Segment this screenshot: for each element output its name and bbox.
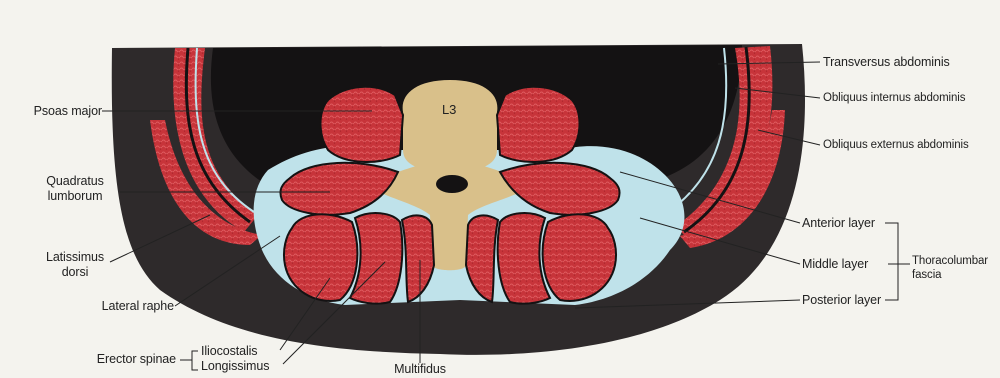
- label-erector-spinae: Erector spinae: [60, 352, 176, 367]
- vertebral-canal: [436, 175, 468, 193]
- label-iliocostalis: Iliocostalis: [201, 344, 257, 359]
- vertebra-body: [403, 80, 498, 172]
- label-latissimus-dorsi-2: dorsi: [35, 265, 115, 280]
- label-latissimus-dorsi-1: Latissimus: [35, 250, 115, 265]
- label-lateral-raphe: Lateral raphe: [60, 299, 174, 314]
- label-obliquus-externus: Obliquus externus abdominis: [823, 138, 969, 153]
- label-quadratus-lumborum-1: Quadratus: [30, 174, 120, 189]
- vertebra-label-l3: L3: [442, 102, 456, 117]
- right-psoas-major: [497, 87, 580, 162]
- label-quadratus-lumborum-2: lumborum: [30, 189, 120, 204]
- label-longissimus: Longissimus: [201, 359, 269, 374]
- label-obliquus-internus: Obliquus internus abdominis: [823, 91, 965, 106]
- label-thoracolumbar-fascia-2: fascia: [912, 268, 941, 283]
- label-psoas-major: Psoas major: [10, 104, 102, 119]
- label-thoracolumbar-fascia-1: Thoracolumbar: [912, 254, 988, 269]
- label-middle-layer: Middle layer: [802, 257, 868, 272]
- left-psoas-major: [321, 87, 404, 162]
- label-anterior-layer: Anterior layer: [802, 216, 875, 231]
- label-multifidus: Multifidus: [375, 362, 465, 377]
- label-transversus-abdominis: Transversus abdominis: [823, 55, 950, 70]
- label-posterior-layer: Posterior layer: [802, 293, 881, 308]
